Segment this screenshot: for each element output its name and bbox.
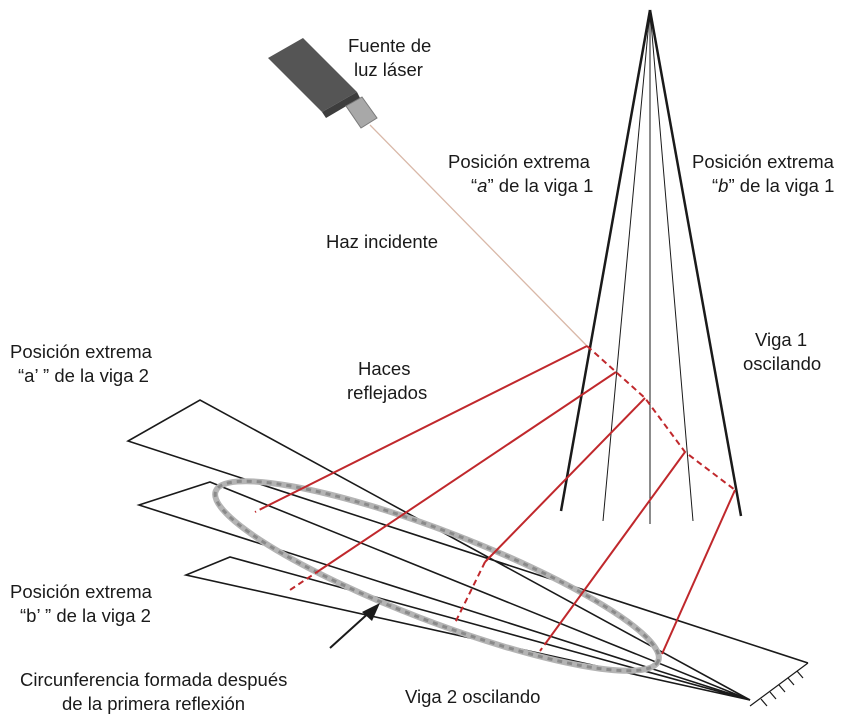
reflected-beam-4 [547,451,686,641]
extreme-b-prime-label-line2: “b’ ” de la viga 2 [20,605,151,626]
extreme-b-beam1-label-line2: “b” de la viga 1 [712,175,834,196]
beam-2-middle-plane [136,481,751,701]
reflected-beams-label-line2: reflejados [347,382,427,403]
reflected-beams [264,345,736,655]
reflected-beam-1 [264,345,588,508]
beam-1-mid-line [649,9,694,522]
extreme-a-beam1-label-line1: Posición extrema [448,151,591,172]
beam-1-oscillating-label-line1: Viga 1 [755,329,807,350]
beam-2 [126,399,809,701]
extreme-a-beam1-label-line2: “a” de la viga 1 [471,175,593,196]
extreme-b-beam1-label-line1: Posición extrema [692,151,835,172]
reflection-circle-dash [213,479,661,673]
extreme-a-prime-label-line1: Posición extrema [10,341,153,362]
extreme-b-prime-label-line1: Posición extrema [10,581,153,602]
incident-beam-label: Haz incidente [326,231,438,252]
laser-body [268,38,357,112]
beam-1-oscillating-label-line2: oscilando [743,353,821,374]
beam-1-mid-line [602,9,651,522]
laser-nozzle [345,96,378,129]
beam-1-reflection-path [586,345,736,491]
beam-2-oscillating-label: Viga 2 oscilando [405,686,540,707]
reflected-beams-label-line1: Haces [358,358,410,379]
beam-2-extreme-a-plane [126,399,809,701]
beam-1-extreme-a [559,9,652,512]
reflected-beam-2 [319,371,617,571]
reflected-beam-3 [484,397,646,563]
reflected-beams-hidden [254,506,549,652]
reflected-beam-5 [661,489,736,655]
laser-label-line1: Fuente de [348,35,431,56]
beam-2-pivot-scale [749,662,809,707]
laser-body-side [322,92,360,118]
laser-source [268,38,378,129]
circle-pointer-arrow [329,603,380,649]
incident-beam [369,124,588,347]
beam-1-extreme-b [648,9,743,517]
circle-label-line2: de la primera reflexión [62,693,245,714]
circle-label-line1: Circunferencia formada después [20,669,287,690]
extreme-a-prime-label-line2: “a’ ” de la viga 2 [18,365,149,386]
beam-1 [559,9,743,524]
laser-label-line2: luz láser [354,59,423,80]
